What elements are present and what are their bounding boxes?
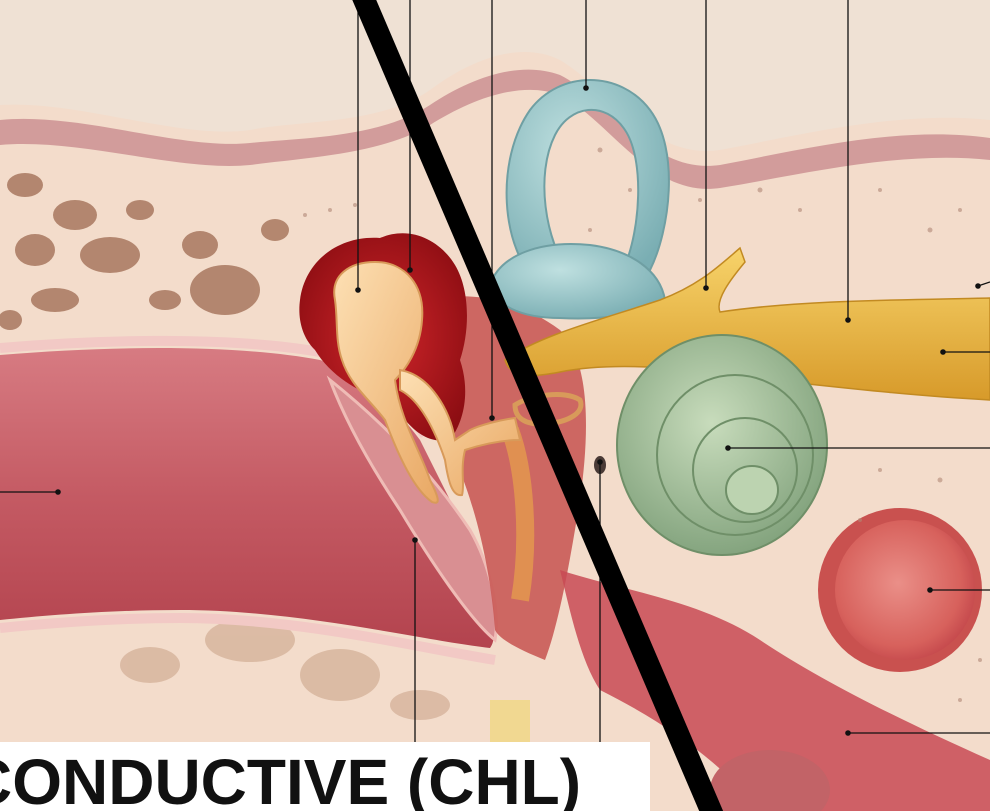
caption-box: CONDUCTIVE (CHL) [0,742,650,811]
caption-title: CONDUCTIVE (CHL) [0,742,581,811]
cochlea-apex [726,466,778,514]
cochlea [617,335,827,555]
